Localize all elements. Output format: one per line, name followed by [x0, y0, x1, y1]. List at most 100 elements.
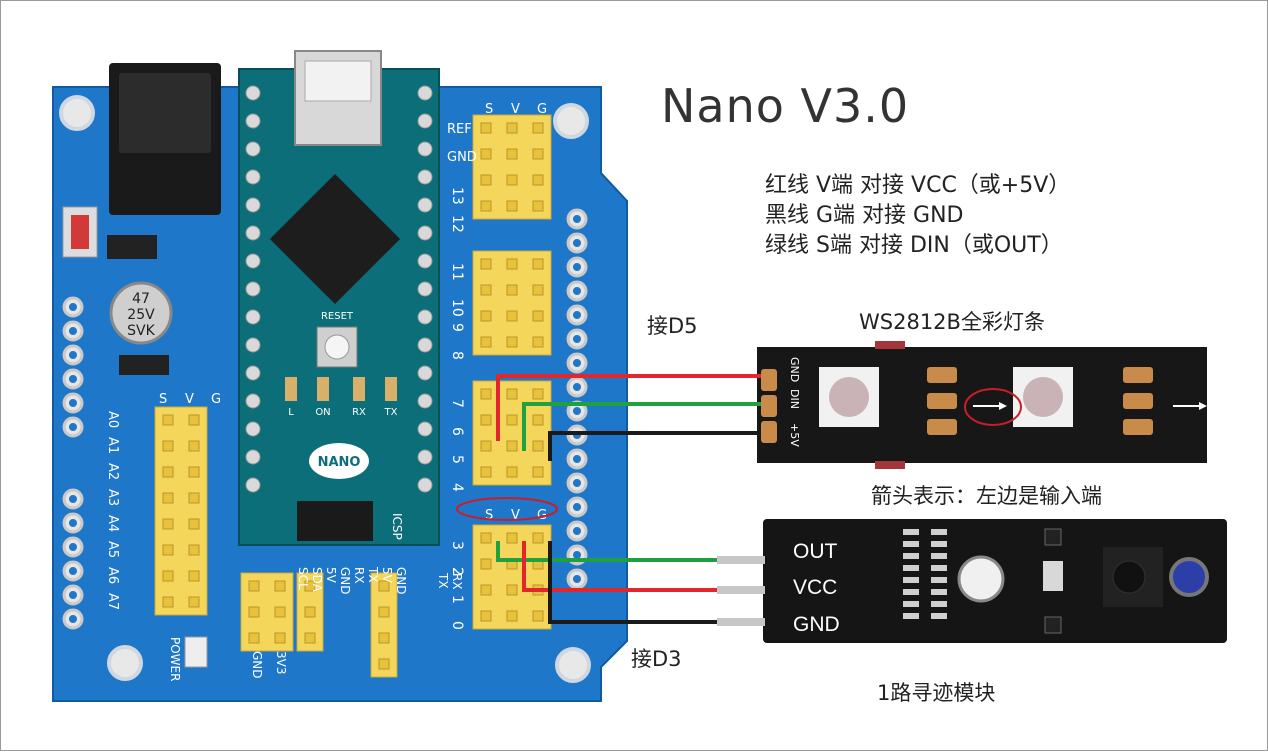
sensor-mount-hole — [957, 555, 1005, 603]
strip-mid-pad — [927, 367, 957, 383]
sensor-pin — [717, 586, 765, 594]
nano-logo-text: NANO — [318, 455, 361, 470]
black-wire-strip — [548, 431, 761, 461]
sensor-smd — [1044, 528, 1062, 546]
analog-header-block-pin — [162, 492, 174, 504]
ref-label: REF — [447, 122, 472, 137]
header-block-pin — [480, 200, 492, 212]
header-block-pin — [480, 532, 492, 544]
bottom-header-block-pin — [274, 580, 286, 592]
pin-hole-center — [69, 591, 77, 599]
header-block-pin — [480, 284, 492, 296]
pin-hole-center — [69, 351, 77, 359]
header-block-pin — [506, 200, 518, 212]
analog-header-block-pin — [188, 570, 200, 582]
header-block-pin — [506, 532, 518, 544]
nano-pin — [245, 225, 261, 241]
pin-hole-center — [573, 527, 581, 535]
analog-header-block-pin — [162, 570, 174, 582]
bottom-header-block-pin — [378, 658, 390, 670]
pin-hole-center — [69, 399, 77, 407]
header-block-pin — [506, 336, 518, 348]
nano-led-label: RX — [352, 407, 366, 418]
analog-header-block-pin — [162, 414, 174, 426]
pin-hole-center — [573, 383, 581, 391]
analog-header-block-pin — [162, 544, 174, 556]
bottom-pin-label: SDA — [310, 567, 324, 593]
power-led — [184, 636, 208, 668]
led-lens — [1023, 377, 1063, 417]
cap-text: 47 — [132, 291, 150, 307]
header-block-pin — [532, 336, 544, 348]
regulator — [119, 355, 169, 375]
header-block-pin — [480, 558, 492, 570]
chip-pin — [931, 529, 947, 535]
analog-header-block-pin — [162, 466, 174, 478]
analog-header-block — [154, 406, 208, 616]
header-block-pin — [506, 310, 518, 322]
digital-pin-label: 3 — [449, 541, 465, 550]
digital-pin-label: 2 — [449, 567, 465, 576]
label-connect-d3: 接D3 — [631, 647, 682, 671]
analog-header-letter: V — [185, 392, 194, 407]
analog-header-block-pin — [188, 492, 200, 504]
nano-led-label: TX — [384, 407, 398, 418]
nano-pin — [417, 197, 433, 213]
header-block-pin — [480, 388, 492, 400]
bottom-pin-label: GND — [338, 567, 352, 595]
pin-hole-center — [573, 551, 581, 559]
page-title: Nano V3.0 — [661, 79, 910, 133]
digital-pin-label: 10 — [449, 299, 465, 317]
legend-black-wire: 黑线 G端 对接 GND — [765, 203, 964, 228]
digital-servo-headers — [472, 114, 552, 630]
bottom-header-block-pin — [378, 632, 390, 644]
header-block-pin — [480, 122, 492, 134]
diode — [107, 235, 157, 259]
bottom-pin-label: TX — [436, 572, 450, 589]
sensor-pin-vcc-label: VCC — [793, 576, 838, 599]
green-wire-strip — [522, 402, 761, 451]
analog-header-block-pin — [162, 596, 174, 608]
nano-logo-badge — [309, 443, 369, 479]
mount-hole — [555, 647, 591, 683]
pin-hole-center — [69, 375, 77, 383]
header-block-pin — [480, 440, 492, 452]
analog-header-block-pin — [188, 466, 200, 478]
digital-pin-label: 11 — [449, 263, 465, 281]
mount-hole — [553, 103, 589, 139]
nano-pin — [417, 421, 433, 437]
bottom-header-block-pin — [248, 632, 260, 644]
chip-pin — [931, 565, 947, 571]
pin-hole-center — [69, 423, 77, 431]
black-wire-sensor — [548, 541, 717, 624]
nano-reset-cap — [324, 334, 350, 360]
header-block-pin — [480, 336, 492, 348]
reset-button-cap — [71, 215, 89, 249]
bottom-pin-label: GND — [250, 651, 264, 679]
bottom-header-block-pin — [304, 632, 316, 644]
strip-pad — [761, 395, 777, 417]
header-block-pin — [506, 466, 518, 478]
nano-pin — [417, 393, 433, 409]
pad-label-din: DIN — [788, 389, 801, 409]
sensor-led — [1043, 561, 1063, 591]
pin-hole-center — [573, 287, 581, 295]
chip-pin — [931, 601, 947, 607]
analog-pin-label: A6 — [105, 567, 120, 584]
nano-pin — [417, 309, 433, 325]
bottom-headers — [240, 572, 398, 678]
header-block-pin — [506, 440, 518, 452]
led-rx — [353, 377, 365, 401]
mount-hole — [59, 95, 95, 131]
label-strip-title: WS2812B全彩灯条 — [859, 310, 1045, 334]
pin-hole-center — [573, 311, 581, 319]
nano-pin — [245, 253, 261, 269]
right-pin-holes — [566, 208, 588, 590]
header-block-pin — [506, 388, 518, 400]
header-block-pin — [532, 388, 544, 400]
nano-led-label: ON — [315, 407, 330, 418]
bottom-header-block-pin — [248, 580, 260, 592]
